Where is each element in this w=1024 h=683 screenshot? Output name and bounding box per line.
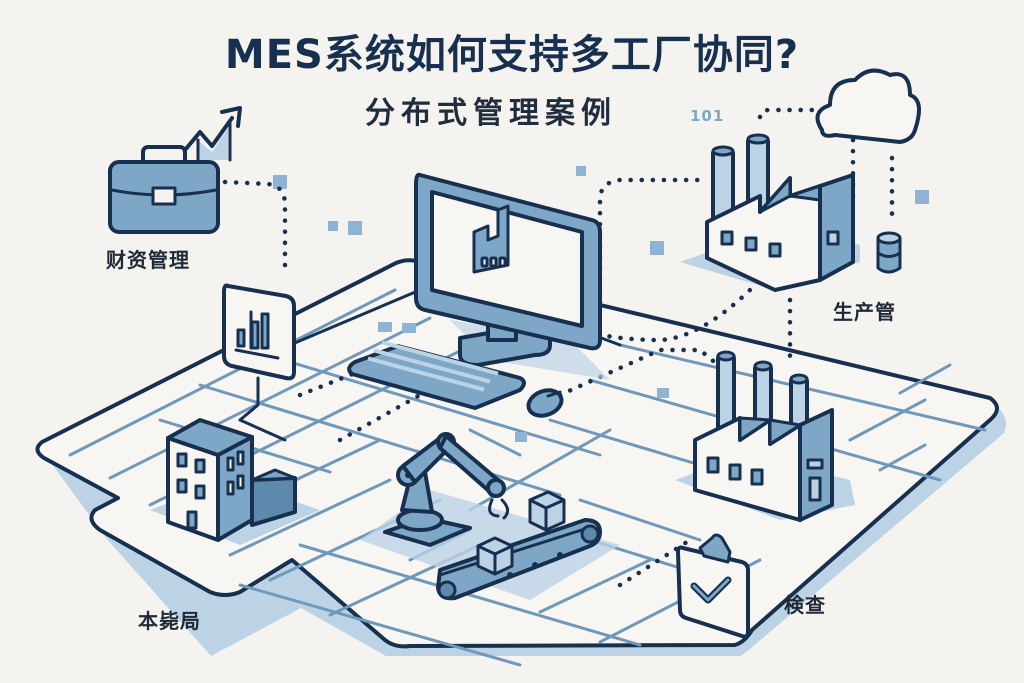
conveyor-belt-icon [436,490,602,601]
factory-icon [680,133,860,292]
headquarters-label: 本毙局 [138,609,201,633]
inspection-label: 検查 [784,593,826,617]
clipboard-check-icon [676,533,750,639]
binary-decoration: 101 [690,107,725,125]
page-title: MES系统如何支持多工厂协同? [224,32,800,78]
decorative-squares [273,166,929,442]
bar-chart-icon [222,283,296,381]
cloud-icon [815,68,921,144]
office-building-icon [150,418,320,545]
page-subtitle: 分布式管理案例 [365,96,617,131]
keyboard-icon [347,340,526,410]
mouse-icon [526,388,564,418]
trend-up-arrow-icon [183,106,242,162]
finance-label: 财资管理 [106,248,190,272]
factory-icon-2 [675,350,855,522]
briefcase-icon [108,145,220,234]
database-icon [876,231,902,274]
production-label: 生产管 [833,300,896,324]
monitor-icon [414,172,610,380]
